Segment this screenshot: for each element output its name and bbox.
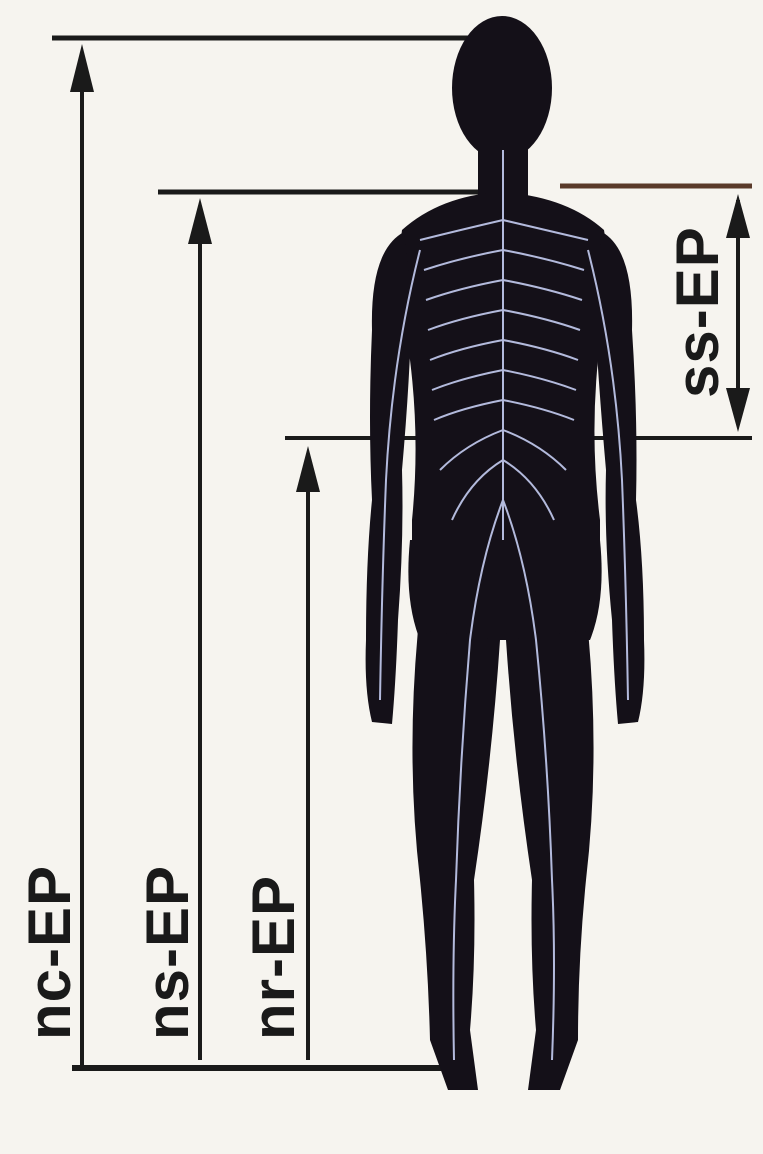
ns-ep-label: ns-EP [134,865,201,1040]
human-figure-back-view [366,16,645,1090]
nc-ep-label: nc-EP [16,865,83,1040]
nr-ep-label: nr-EP [240,875,307,1040]
ss-ep-label: ss-EP [664,226,731,398]
